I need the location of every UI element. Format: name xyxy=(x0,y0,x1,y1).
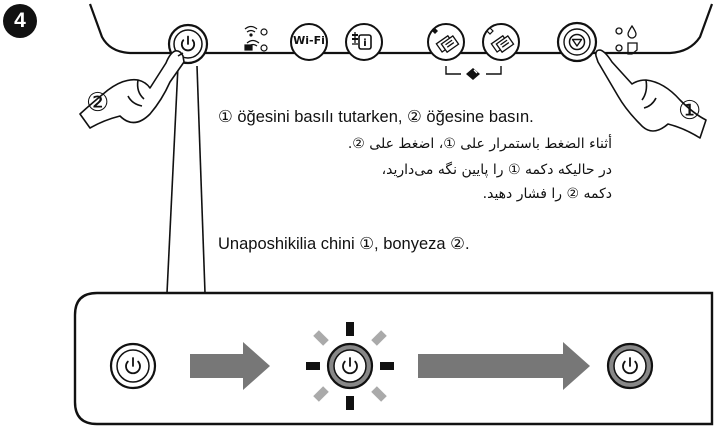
paper-light-icon xyxy=(627,42,638,55)
zoom-line-left xyxy=(166,65,179,294)
wifi-button-label: Wi-Fi xyxy=(293,34,325,47)
wifi-status-icon xyxy=(244,25,268,37)
step-number: 4 xyxy=(14,9,26,32)
arrow-right-icon xyxy=(190,342,270,390)
stop-button[interactable] xyxy=(556,21,598,63)
callout-right: ① xyxy=(678,96,702,126)
magnified-panel xyxy=(73,291,714,426)
power-icon xyxy=(180,35,196,52)
power-light-flashing xyxy=(306,322,394,410)
zoom-line-right xyxy=(196,65,206,294)
power-icon xyxy=(622,357,638,375)
copy-bw-button[interactable] xyxy=(427,23,465,61)
svg-text:i: i xyxy=(363,38,366,49)
status-lights xyxy=(615,24,638,55)
instruction-swahili: Unaposhikilia chini ①, bonyeza ②. xyxy=(218,235,470,253)
hand-icon-right xyxy=(595,49,707,139)
instruction-turkish: ① öğesini basılı tutarken, ② öğesine bas… xyxy=(218,108,534,126)
arrow-right-icon xyxy=(418,342,590,390)
hand-icon-left xyxy=(79,50,185,129)
power-icon xyxy=(342,357,358,375)
power-icon xyxy=(125,357,141,375)
instruction-arabic: أثناء الضغط باستمرار على ①، اضغط على ②. xyxy=(347,136,612,152)
network-status-button[interactable]: i xyxy=(345,23,383,61)
copy-buttons-bracket xyxy=(445,66,502,80)
callout-left: ② xyxy=(86,88,110,118)
power-light-off xyxy=(109,342,157,390)
instruction-persian: در حالیکه دکمه ① را پایین نگه می‌دارید، … xyxy=(381,162,612,202)
power-light-on xyxy=(606,342,654,390)
step-badge xyxy=(3,4,37,38)
power-light-icon xyxy=(615,27,623,35)
wifi-direct-status-icon xyxy=(244,39,268,52)
wifi-button[interactable] xyxy=(290,23,328,61)
ink-light-icon xyxy=(627,24,637,39)
control-panel-outline xyxy=(88,3,714,55)
copy-color-button[interactable] xyxy=(482,23,520,61)
